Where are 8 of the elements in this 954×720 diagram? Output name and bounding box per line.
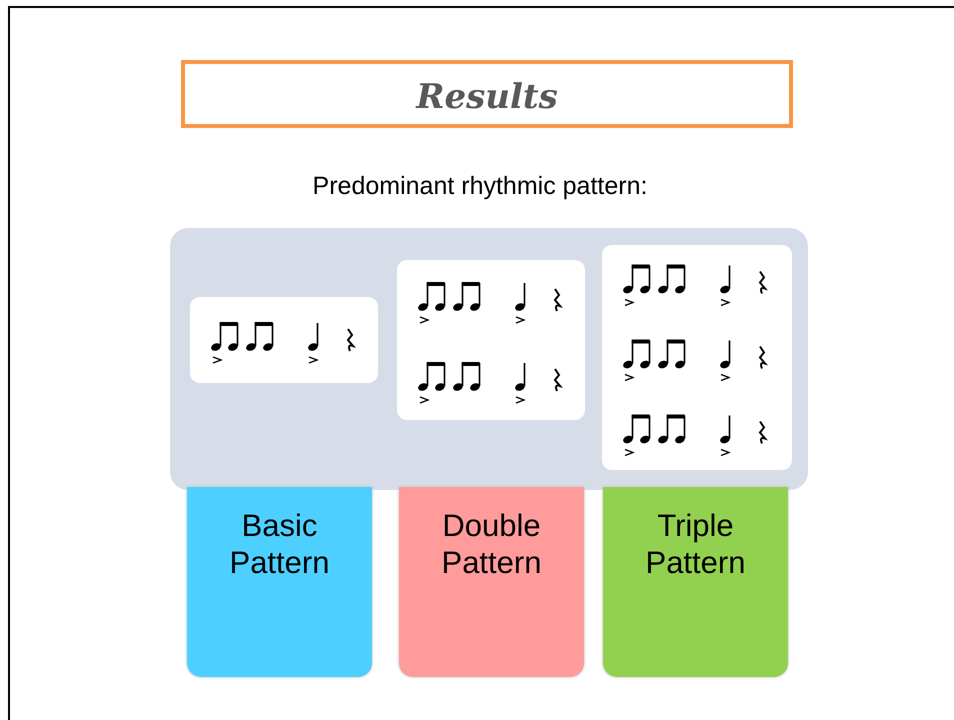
pattern-box — [187, 487, 372, 677]
pattern-box — [603, 487, 788, 677]
pattern-box — [399, 487, 584, 677]
pattern-label: Basic Pattern — [228, 507, 330, 581]
pattern-label: Triple Pattern — [644, 507, 746, 581]
subtitle: Predominant rhythmic pattern: — [312, 172, 648, 201]
title: Results — [414, 77, 559, 117]
pattern-label: Double Pattern — [440, 507, 542, 581]
